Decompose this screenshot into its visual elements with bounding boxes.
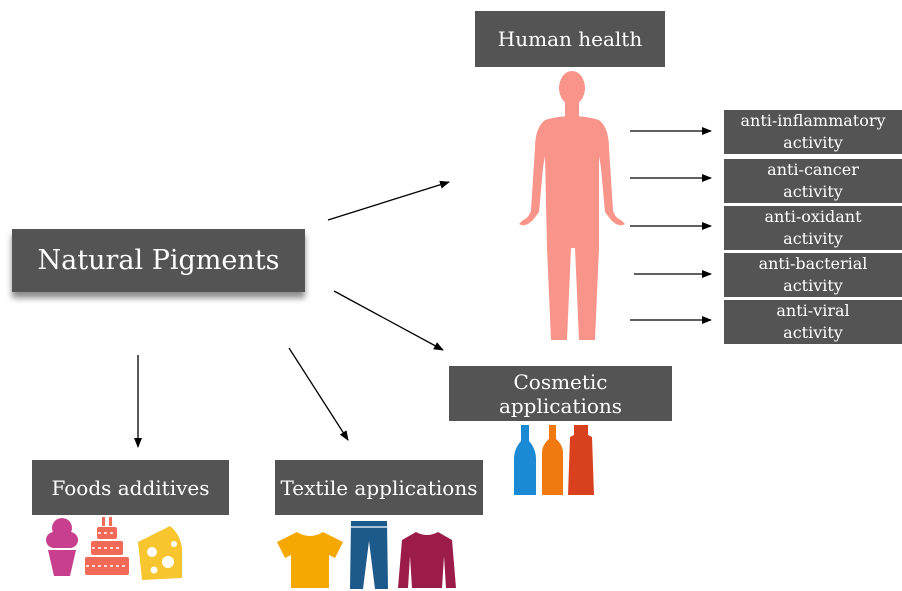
cake-icon xyxy=(85,517,129,575)
cheese-icon xyxy=(138,526,182,580)
human-body-icon xyxy=(519,71,625,340)
activity-label-line1: anti-oxidant xyxy=(764,207,862,226)
activity-label-line2: activity xyxy=(783,133,843,152)
foods-additives-box: Foods additives xyxy=(32,460,229,515)
arrow-to-textile xyxy=(288,347,349,441)
activity-label-line1: anti-viral xyxy=(776,301,850,320)
activity-label-line2: activity xyxy=(783,229,843,248)
red-tube-icon xyxy=(568,425,594,495)
arrow-to-human-health xyxy=(327,180,450,221)
activity-box-anti-bacterial: anti-bacterial activity xyxy=(724,253,902,297)
activity-box-anti-cancer: anti-cancer activity xyxy=(724,159,902,203)
natural-pigments-box: Natural Pigments xyxy=(12,229,305,292)
cosmetic-bottles-icon xyxy=(514,425,594,495)
activity-box-anti-viral: anti-viral activity xyxy=(724,300,902,344)
human-health-box: Human health xyxy=(475,11,665,67)
activity-label-line2: activity xyxy=(783,323,843,342)
activity-label-line1: anti-inflammatory xyxy=(740,111,886,130)
activity-box-anti-oxidant: anti-oxidant activity xyxy=(724,206,902,250)
activity-label-line2: activity xyxy=(783,276,843,295)
textile-applications-box: Textile applications xyxy=(275,460,483,515)
activity-box-anti-inflammatory: anti-inflammatory activity xyxy=(724,110,902,154)
cosmetic-applications-box: Cosmetic applications xyxy=(449,366,672,421)
jeans-icon xyxy=(350,521,388,589)
activity-label-line1: anti-bacterial xyxy=(758,254,868,273)
activity-label-line2: activity xyxy=(783,182,843,201)
orange-bottle-icon xyxy=(542,425,563,495)
sweater-icon xyxy=(398,532,456,588)
tshirt-icon xyxy=(277,532,343,588)
arrow-to-cosmetic xyxy=(333,290,444,351)
activity-label-line1: anti-cancer xyxy=(767,160,859,179)
ice-cream-icon xyxy=(46,518,78,576)
blue-bottle-icon xyxy=(514,425,536,495)
